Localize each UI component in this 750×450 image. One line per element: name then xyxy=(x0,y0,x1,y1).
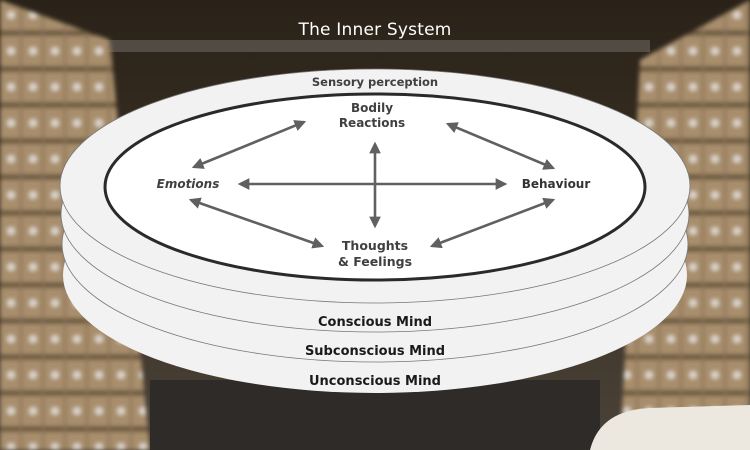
node-thoughts-feelings-line1: Thoughts xyxy=(342,238,408,253)
arrows xyxy=(188,120,556,249)
layer-label-subconscious: Subconscious Mind xyxy=(305,344,445,359)
node-behaviour: Behaviour xyxy=(522,177,591,191)
book-page xyxy=(590,405,750,450)
layer-label-unconscious: Unconscious Mind xyxy=(309,374,441,389)
sensory-perception-label: Sensory perception xyxy=(312,75,438,89)
arrow-bodily-behaviour xyxy=(445,122,556,170)
node-thoughts-feelings-line2: & Feelings xyxy=(338,254,412,269)
diagram-title: The Inner System xyxy=(298,20,452,40)
node-bodily-reactions-line1: Bodily xyxy=(351,101,393,115)
layer-label-conscious: Conscious Mind xyxy=(318,315,432,330)
node-bodily-reactions-line2: Reactions xyxy=(339,116,405,130)
arrow-emotions-bodily xyxy=(191,120,307,169)
arrow-emotions-thoughts xyxy=(188,197,325,249)
node-emotions: Emotions xyxy=(157,177,220,191)
arrow-thoughts-behaviour xyxy=(429,197,556,249)
